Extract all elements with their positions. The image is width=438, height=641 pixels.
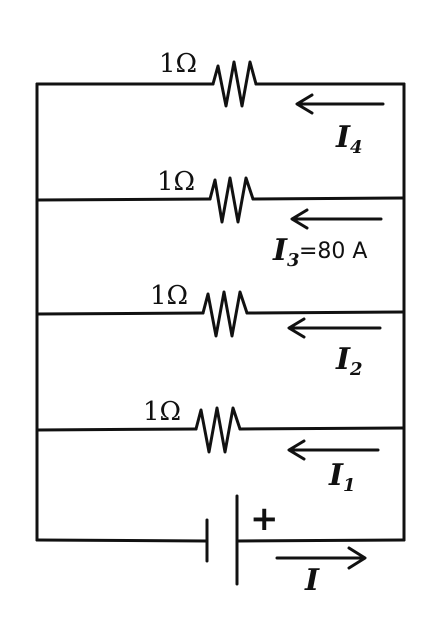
battery-branch: + I	[35, 494, 406, 598]
current-arrow-4-head	[295, 93, 314, 115]
current-arrow-2-head	[287, 317, 306, 339]
total-current-label: I	[304, 563, 320, 598]
resistor-2-label: 1Ω	[157, 167, 195, 197]
resistor-1-label: 1Ω	[159, 49, 197, 79]
branch-3-left-wire	[35, 311, 205, 316]
resistor-2	[208, 176, 255, 224]
battery-left-wire	[35, 538, 209, 543]
current-label-4: I4	[335, 120, 363, 158]
branch-1: 1Ω I4	[35, 49, 406, 158]
current-label-1: I1	[328, 458, 356, 496]
total-current-arrow-head	[347, 546, 367, 570]
branch-3: 1Ω I2	[35, 281, 406, 380]
battery-plus-sign: +	[250, 499, 279, 539]
resistor-4-label: 1Ω	[143, 397, 181, 427]
current-label-3: I3	[272, 233, 300, 271]
resistor-1	[211, 60, 258, 108]
branch-4-right-wire	[238, 426, 406, 431]
current-arrow-3-head	[290, 208, 309, 230]
branch-2: 1Ω I3 =80 A	[35, 167, 406, 271]
current-label-2: I2	[335, 342, 363, 380]
branch-2-left-wire	[35, 197, 212, 202]
branch-2-right-wire	[251, 196, 406, 201]
branch-4-left-wire	[35, 427, 198, 432]
resistor-3	[201, 290, 249, 338]
current-arrow-1-head	[287, 439, 306, 461]
current-3-value: =80 A	[299, 239, 367, 264]
branch-3-right-wire	[245, 310, 406, 315]
resistor-3-label: 1Ω	[150, 281, 188, 311]
battery-right-wire	[235, 538, 406, 543]
resistor-4	[194, 406, 242, 454]
branch-4: 1Ω I1	[35, 397, 406, 496]
